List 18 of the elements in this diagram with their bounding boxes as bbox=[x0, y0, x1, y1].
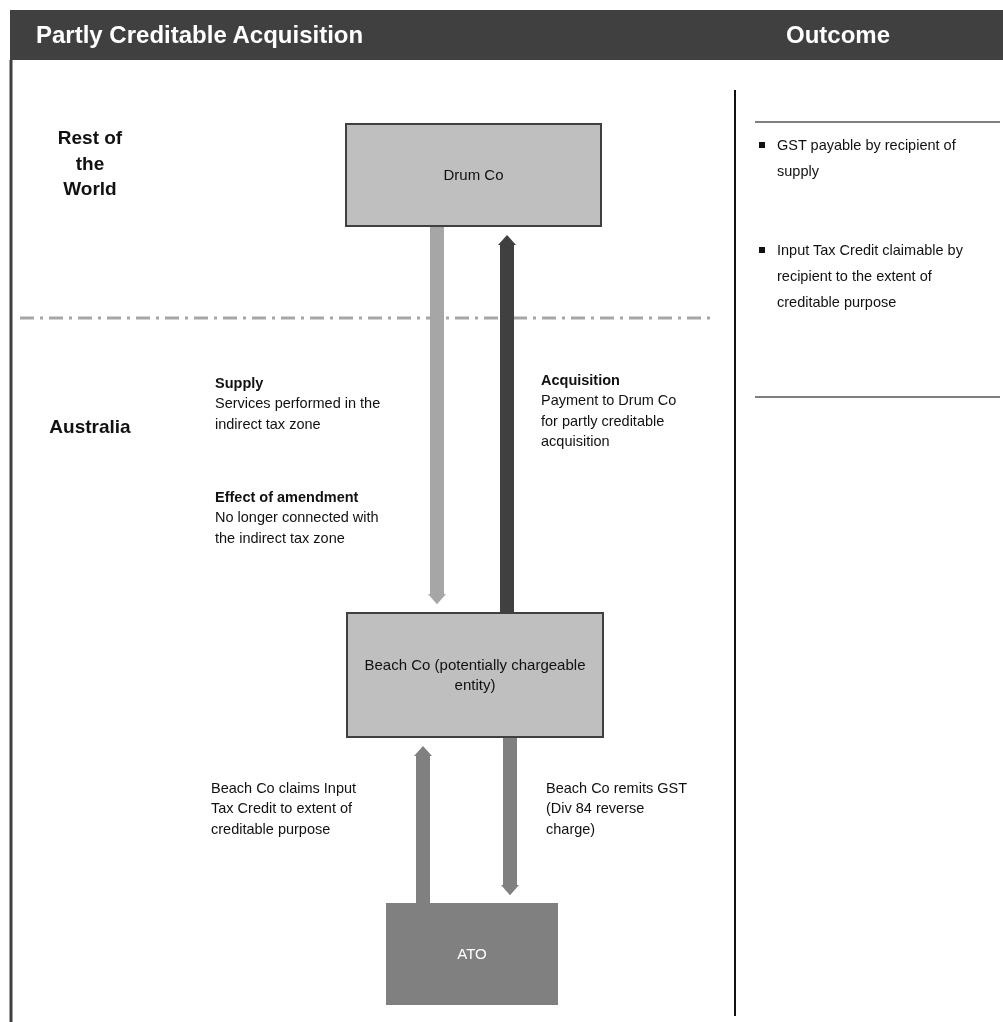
entity-box: Drum Co bbox=[345, 123, 602, 227]
flow-arrow bbox=[498, 234, 516, 612]
flow-arrow bbox=[428, 227, 446, 605]
flow-arrow bbox=[414, 745, 432, 903]
note-text: Effect of amendment No longer connected with the indirect tax zone bbox=[215, 488, 380, 548]
region-label: Australia bbox=[48, 415, 132, 439]
edge-label: Supply Services performed in the indirect tax zone bbox=[215, 374, 382, 434]
region-label: Rest of the World bbox=[56, 126, 124, 202]
flow-arrow bbox=[501, 738, 519, 896]
diagram-title: Partly Creditable Acquisition bbox=[36, 20, 364, 50]
entity-box: ATO bbox=[386, 903, 558, 1005]
edge-label: Beach Co remits GST (Div 84 reverse charge) bbox=[546, 779, 688, 839]
bullet-text: GST payable by recipient of supply bbox=[777, 136, 957, 181]
entity-box: Beach Co (potentially chargeable entity) bbox=[346, 612, 604, 738]
column-heading: Outcome bbox=[786, 20, 890, 50]
edge-label: Beach Co claims Input Tax Credit to extent of creditable purpose bbox=[211, 779, 358, 839]
bullet-text: Input Tax Credit claimable by recipient to the extent of creditable purpose bbox=[777, 241, 964, 312]
edge-label: Acquisition Payment to Drum Co for partly creditable acquisition bbox=[541, 371, 678, 451]
